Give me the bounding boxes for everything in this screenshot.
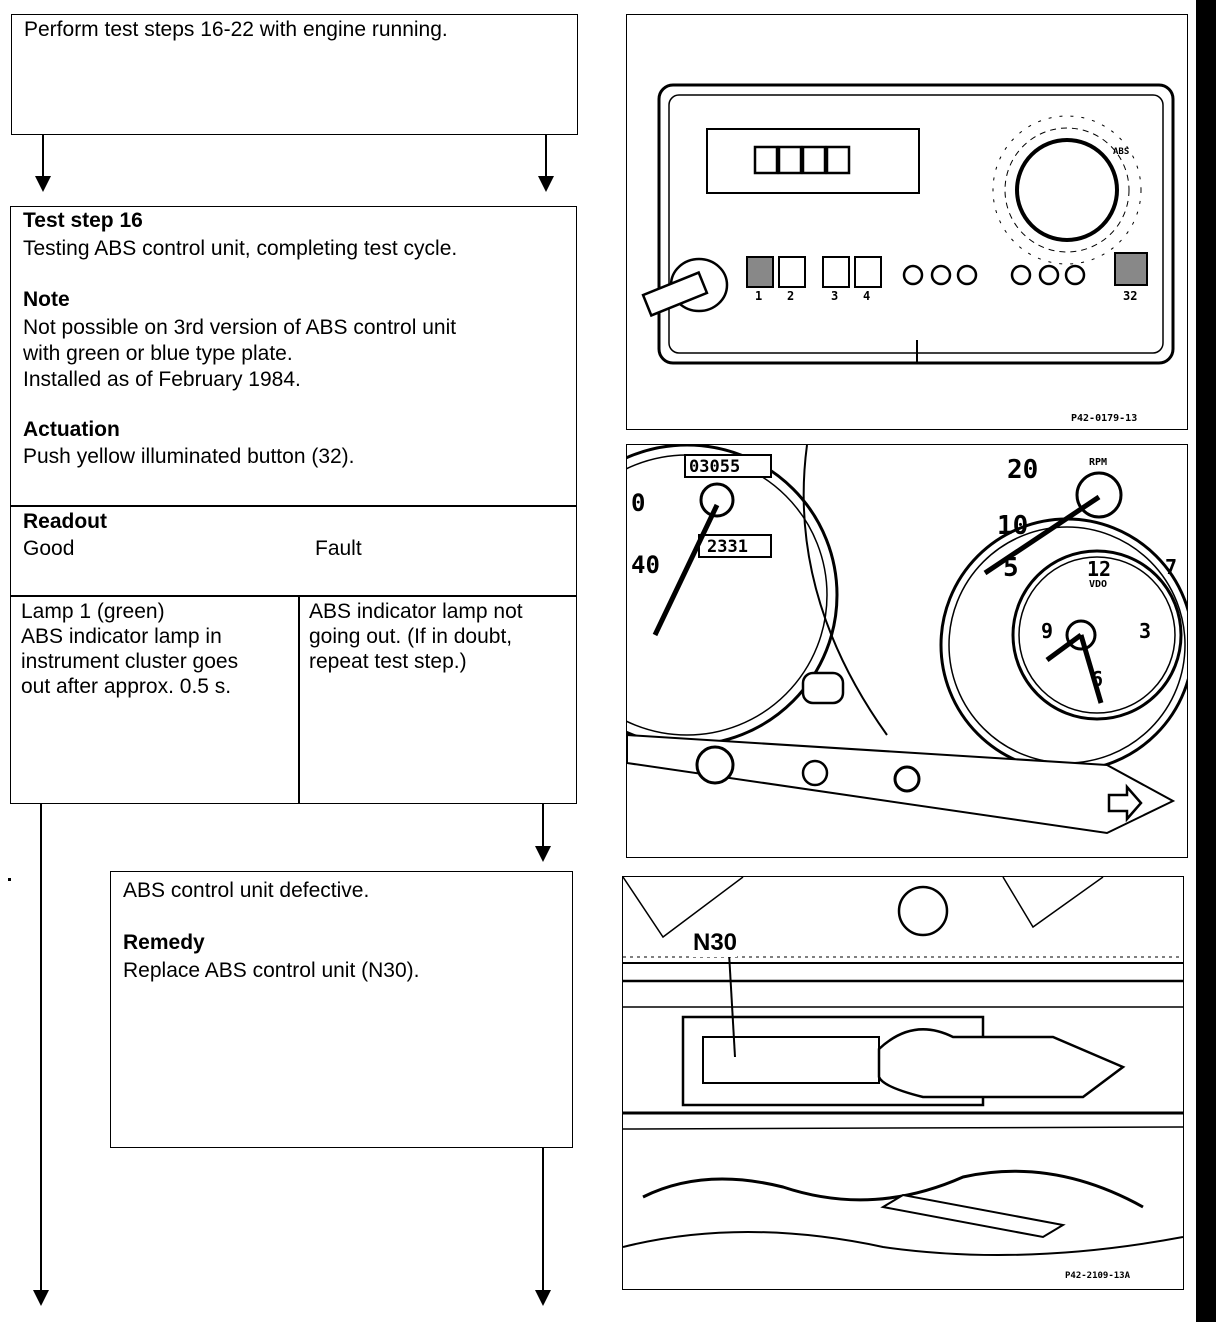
good-line: ABS indicator lamp in bbox=[21, 624, 222, 649]
fault-text: ABS control unit defective. bbox=[123, 878, 369, 904]
intro-text: Perform test steps 16-22 with engine run… bbox=[24, 17, 448, 43]
note-heading: Note bbox=[23, 287, 70, 313]
fault-box: ABS control unit defective. Remedy Repla… bbox=[110, 871, 573, 1148]
note-line: Installed as of February 1984. bbox=[23, 367, 301, 393]
flow-line bbox=[42, 135, 44, 180]
button-label-3: 3 bbox=[831, 289, 838, 303]
clock-6: 6 bbox=[1091, 667, 1103, 691]
stray-mark bbox=[8, 878, 11, 881]
fault-line: ABS indicator lamp not bbox=[309, 599, 523, 624]
flow-arrow bbox=[33, 1290, 49, 1306]
clock-7: 7 bbox=[1165, 555, 1177, 579]
flow-line bbox=[40, 804, 42, 1292]
button-label-1: 1 bbox=[755, 289, 762, 303]
step-title: Test step 16 bbox=[23, 208, 143, 234]
fault-line: repeat test step.) bbox=[309, 649, 467, 674]
vdo-label: VDO bbox=[1089, 579, 1107, 590]
figure-caption: P42-2109-13A bbox=[1065, 1271, 1130, 1281]
clock-12: 12 bbox=[1087, 557, 1111, 581]
odometer-bottom: 2331 bbox=[707, 537, 748, 557]
test-step-box: Test step 16 Testing ABS control unit, c… bbox=[10, 206, 577, 804]
speed-0: 0 bbox=[631, 489, 645, 517]
divider bbox=[11, 595, 576, 597]
tester-illustration bbox=[627, 15, 1187, 429]
rpm-10: 10 bbox=[997, 511, 1028, 541]
fault-line: going out. (If in doubt, bbox=[309, 624, 512, 649]
readout-good-label: Good bbox=[23, 536, 74, 562]
readout-heading: Readout bbox=[23, 509, 107, 535]
rpm-20: 20 bbox=[1007, 455, 1038, 485]
flow-line bbox=[542, 1148, 544, 1292]
flow-arrow bbox=[35, 176, 51, 192]
note-line: Not possible on 3rd version of ABS contr… bbox=[23, 315, 456, 341]
remedy-text: Replace ABS control unit (N30). bbox=[123, 958, 419, 984]
rpm-5: 5 bbox=[1003, 553, 1019, 583]
good-line: instrument cluster goes bbox=[21, 649, 238, 674]
cluster-illustration bbox=[627, 445, 1187, 857]
column-divider bbox=[298, 595, 300, 803]
clock-3: 3 bbox=[1139, 619, 1151, 643]
flow-line bbox=[545, 135, 547, 180]
figure-caption: P42-0179-13 bbox=[1071, 413, 1137, 424]
odometer-top: 03055 bbox=[689, 457, 740, 477]
flow-arrow bbox=[538, 176, 554, 192]
readout-fault-label: Fault bbox=[315, 536, 362, 562]
remedy-heading: Remedy bbox=[123, 930, 205, 956]
actuation-heading: Actuation bbox=[23, 417, 120, 443]
flow-arrow bbox=[535, 1290, 551, 1306]
button-label-2: 2 bbox=[787, 289, 794, 303]
intro-box: Perform test steps 16-22 with engine run… bbox=[11, 14, 578, 135]
good-line: out after approx. 0.5 s. bbox=[21, 674, 231, 699]
button-label-4: 4 bbox=[863, 289, 870, 303]
step-description: Testing ABS control unit, completing tes… bbox=[23, 236, 457, 262]
flow-line bbox=[542, 804, 544, 849]
actuation-text: Push yellow illuminated button (32). bbox=[23, 444, 355, 470]
note-line: with green or blue type plate. bbox=[23, 341, 293, 367]
page-edge bbox=[1196, 0, 1216, 1322]
engine-figure: N30 P42-2109-13A bbox=[622, 876, 1184, 1290]
tester-figure: 1 2 3 4 32 ABS P42-0179-13 bbox=[626, 14, 1188, 430]
dial-label: ABS bbox=[1113, 147, 1129, 157]
component-label-n30: N30 bbox=[693, 929, 737, 957]
divider bbox=[11, 505, 576, 507]
flow-arrow bbox=[535, 846, 551, 862]
good-line: Lamp 1 (green) bbox=[21, 599, 165, 624]
button-label-32: 32 bbox=[1123, 289, 1137, 303]
clock-9: 9 bbox=[1041, 619, 1053, 643]
rpm-label: RPM bbox=[1089, 457, 1107, 468]
speed-40: 40 bbox=[631, 551, 660, 579]
cluster-figure: 03055 2331 40 0 20 10 5 RPM 12 VDO 9 3 6… bbox=[626, 444, 1188, 858]
